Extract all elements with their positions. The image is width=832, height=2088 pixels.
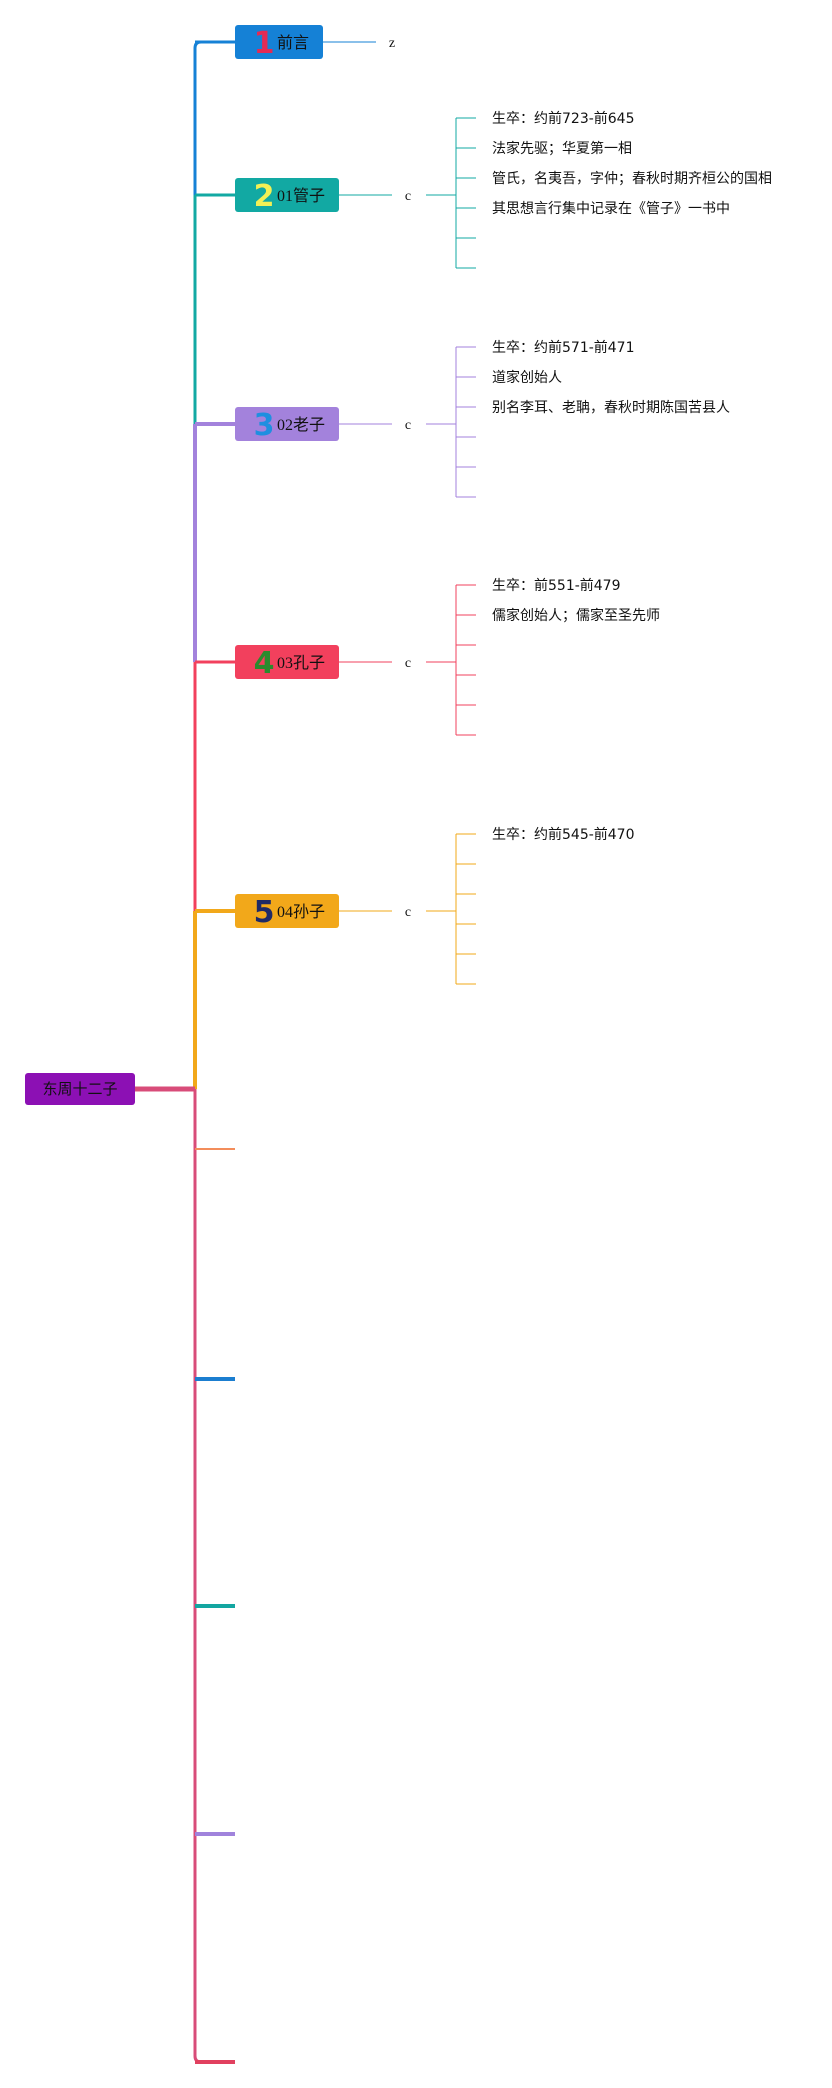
detail-item-4-1: 生卒：前551-前479 [492, 577, 621, 594]
trunk-line-lower [193, 1089, 202, 2064]
detail-item-3-1: 生卒：约前571-前471 [492, 339, 635, 356]
detail-item-3-3: 别名李耳、老聃，春秋时期陈国苦县人 [492, 399, 730, 416]
number-badge: 5 [254, 895, 275, 930]
detail-item-2-3: 管氏，名夷吾，字仲；春秋时期齐桓公的国相 [492, 171, 772, 187]
topic-box[interactable] [235, 894, 339, 928]
topic-label: 01管子 [277, 187, 325, 205]
detail-item-4-2: 儒家创始人；儒家至圣先师 [492, 607, 660, 624]
detail-item-2-1: 生卒：约前723-前645 [492, 110, 635, 127]
connector-mark-1: z [389, 36, 395, 51]
connector-mark-3: c [405, 418, 411, 433]
topic-box[interactable] [235, 645, 339, 679]
number-badge: 2 [254, 179, 275, 214]
topic-label: 前言 [277, 34, 309, 52]
root-label: 东周十二子 [42, 1080, 117, 1098]
branch-line-1 [193, 40, 235, 195]
number-badge: 1 [254, 26, 275, 61]
detail-item-2-4: 其思想言行集中记录在《管子》一书中 [492, 200, 730, 217]
number-badge: 4 [254, 646, 275, 681]
detail-item-2-2: 法家先驱；华夏第一相 [492, 140, 632, 157]
root-node[interactable] [25, 1073, 135, 1105]
topic-label: 03孔子 [277, 654, 325, 672]
topic-box[interactable] [235, 407, 339, 441]
connector-lines [135, 40, 476, 2064]
detail-item-5-1: 生卒：约前545-前470 [492, 826, 635, 843]
detail-item-3-2: 道家创始人 [492, 369, 562, 386]
connector-mark-2: c [405, 189, 411, 204]
number-badge: 3 [254, 408, 275, 443]
topic-box[interactable] [235, 25, 323, 59]
topic-box[interactable] [235, 178, 339, 212]
connector-mark-5: c [405, 905, 411, 920]
topic-label: 02老子 [277, 416, 325, 434]
connector-mark-4: c [405, 656, 411, 671]
topic-label: 04孙子 [277, 903, 325, 921]
